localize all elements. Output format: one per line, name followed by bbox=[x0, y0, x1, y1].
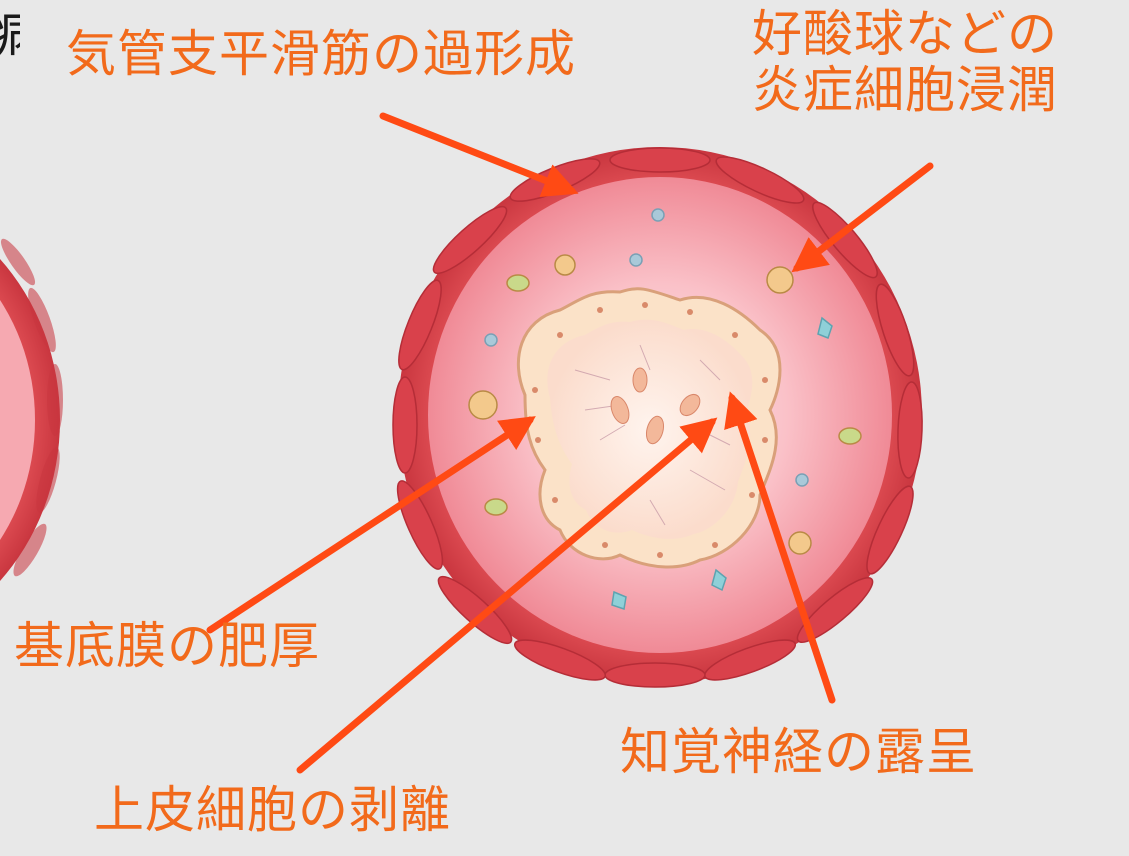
arrow-smooth-muscle bbox=[383, 116, 572, 191]
eosinophil-label: 好酸球などの 炎症細胞浸潤 bbox=[752, 6, 1058, 118]
eosinophil-label-line1: 好酸球などの bbox=[752, 6, 1058, 62]
epithelium-label: 上皮細胞の剥離 bbox=[94, 782, 451, 838]
basement-membrane-label: 基底膜の肥厚 bbox=[14, 618, 320, 674]
smooth-muscle-label: 気管支平滑筋の過形成 bbox=[66, 26, 576, 82]
left-bronchus-partial bbox=[0, 190, 65, 650]
eosinophil-label-line2: 炎症細胞浸潤 bbox=[752, 62, 1058, 118]
corner-char-label: 病 bbox=[0, 6, 20, 62]
sensory-nerve-label: 知覚神経の露呈 bbox=[620, 724, 977, 780]
